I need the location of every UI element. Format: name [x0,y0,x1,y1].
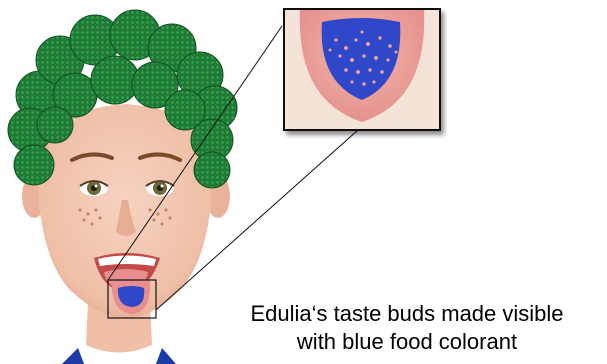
figure-caption-line-2: with blue food colorant [208,328,606,356]
right-eye [146,180,174,196]
figure-caption-line-1: Edulia‘s taste buds made visible [208,300,606,328]
left-eye [80,180,108,196]
